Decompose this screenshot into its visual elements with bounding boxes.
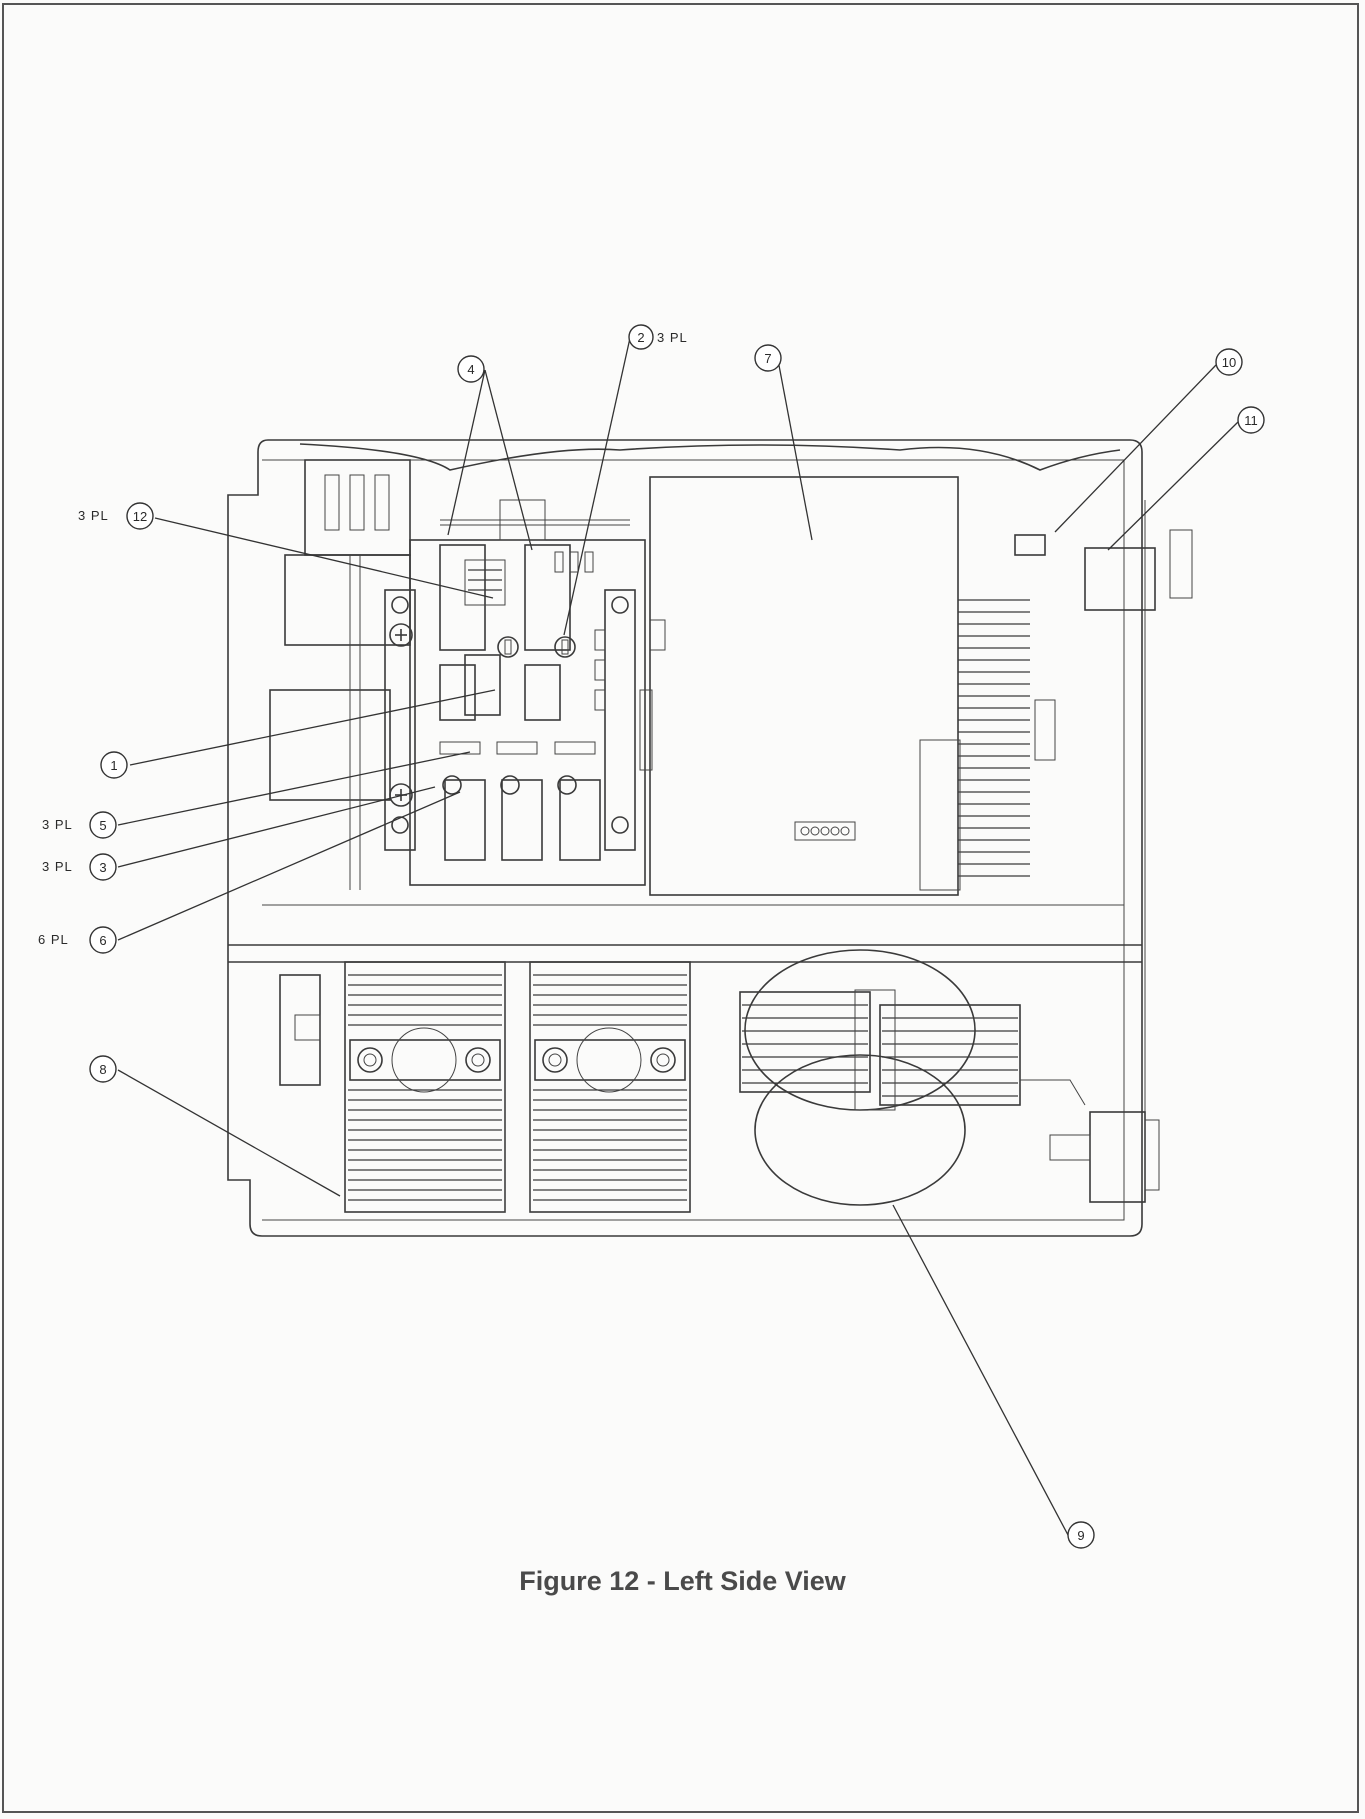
page-border <box>2 3 1359 1813</box>
callout-7: 7 <box>754 344 782 372</box>
callout-12: 3 PL 12 <box>78 502 154 530</box>
control-board <box>384 499 666 886</box>
callout-3-qty: 3 PL <box>42 859 73 874</box>
circuit-board-plate <box>639 476 1030 896</box>
enclosure-outline <box>227 439 1146 1237</box>
lower-right-receptacle <box>1049 1111 1160 1203</box>
callout-11: 11 <box>1237 406 1265 434</box>
callout-10: 10 <box>1215 348 1243 376</box>
callout-6-qty: 6 PL <box>38 932 69 947</box>
callout-6: 6 PL 6 <box>38 926 117 954</box>
heat-sinks <box>279 961 691 1213</box>
callout-11-number: 11 <box>1244 413 1258 428</box>
callout-5-qty: 3 PL <box>42 817 73 832</box>
callout-6-number: 6 <box>99 933 106 948</box>
upper-left-bracket <box>269 459 411 890</box>
callout-2-qty: 3 PL <box>657 330 688 345</box>
callout-12-qty: 3 PL <box>78 508 109 523</box>
leader-lines <box>117 337 1239 1536</box>
callout-3: 3 PL 3 <box>42 853 117 881</box>
callout-9: 9 <box>1067 1521 1095 1549</box>
callout-8-number: 8 <box>99 1062 106 1077</box>
callout-5-number: 5 <box>99 818 106 833</box>
callout-12-number: 12 <box>133 509 147 524</box>
callout-7-number: 7 <box>764 351 771 366</box>
callout-1: 1 <box>100 751 128 779</box>
transformer <box>739 949 1086 1206</box>
callout-5: 3 PL 5 <box>42 811 117 839</box>
callout-9-number: 9 <box>1077 1528 1084 1543</box>
right-panel-components <box>1014 529 1193 761</box>
callout-2-number: 2 <box>637 330 644 345</box>
callout-1-number: 1 <box>110 758 117 773</box>
callout-3-number: 3 <box>99 860 106 875</box>
callout-10-number: 10 <box>1222 355 1236 370</box>
callout-8: 8 <box>89 1055 117 1083</box>
callout-4: 4 <box>457 355 485 383</box>
callout-2: 2 3 PL <box>628 324 688 350</box>
figure-caption: Figure 12 - Left Side View <box>519 1566 846 1596</box>
callout-4-number: 4 <box>467 362 474 377</box>
